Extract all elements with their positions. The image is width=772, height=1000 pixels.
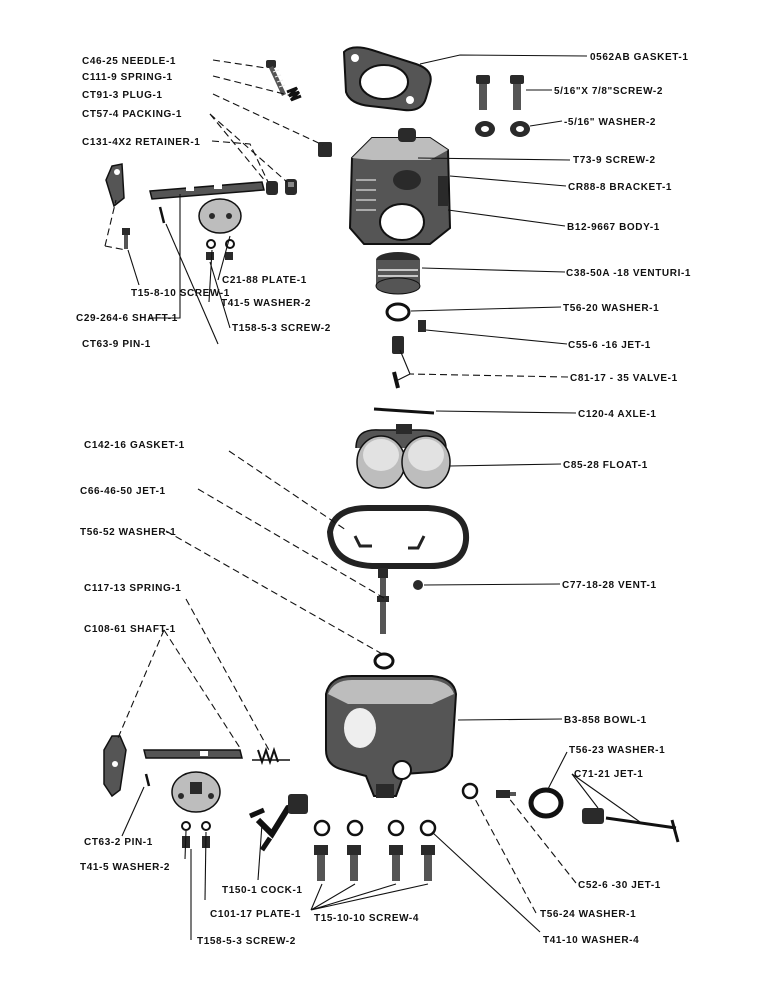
label-venturi: C38-50A -18 VENTURI-1 — [566, 268, 691, 279]
label-valve: C81-17 - 35 VALVE-1 — [570, 373, 678, 384]
washer-516-part — [475, 121, 530, 137]
label-pin-bottom: CT63-2 PIN-1 — [84, 837, 153, 848]
label-shaft-c29: C29-264-6 SHAFT-1 — [76, 313, 178, 324]
jet-c52-part — [496, 790, 516, 798]
label-plate-c21: C21-88 PLATE-1 — [222, 275, 307, 286]
throttle-lever-bottom-part — [103, 735, 127, 798]
body-part — [348, 128, 452, 245]
washer-t41-bottom-part — [181, 821, 211, 831]
part-labels: C46-25 NEEDLE-1 C111-9 SPRING-1 CT91-3 P… — [76, 52, 691, 947]
label-washer-t56-20: T56-20 WASHER-1 — [563, 303, 659, 314]
valve-part — [392, 336, 404, 389]
washer-t56-24-part — [461, 782, 479, 800]
label-washer-t56-52: T56-52 WASHER-1 — [80, 527, 176, 538]
label-body: B12-9667 BODY-1 — [567, 222, 660, 233]
shaft-c108-part — [143, 749, 243, 759]
pin-top-part — [158, 206, 166, 224]
label-spring-c117: C117-13 SPRING-1 — [84, 583, 181, 594]
label-washer-t56-23: T56-23 WASHER-1 — [569, 745, 665, 756]
label-bracket: CR88-8 BRACKET-1 — [568, 182, 672, 193]
label-plug: CT91-3 PLUG-1 — [82, 90, 163, 101]
label-axle: C120-4 AXLE-1 — [578, 409, 657, 420]
label-plate-c101: C101-17 PLATE-1 — [210, 909, 301, 920]
label-jet-c55: C55-6 -16 JET-1 — [568, 340, 651, 351]
axle-part — [373, 407, 435, 415]
label-screw-t158-top: T158-5-3 SCREW-2 — [232, 323, 331, 334]
label-washer-t41-10: T41-10 WASHER-4 — [543, 935, 639, 946]
label-washer-t41-top: T41-5 WASHER-2 — [221, 298, 311, 309]
label-jet-c52: C52-6 -30 JET-1 — [578, 880, 661, 891]
label-screw-t73: T73-9 SCREW-2 — [573, 155, 656, 166]
label-vent: C77-18-28 VENT-1 — [562, 580, 657, 591]
bowl-part — [325, 675, 458, 798]
jet-c66-part — [377, 568, 389, 634]
plate-c21-part — [198, 198, 242, 234]
vent-part — [413, 580, 423, 590]
spring-c117-part — [252, 746, 290, 766]
label-screw-t158-bottom: T158-5-3 SCREW-2 — [197, 936, 296, 947]
screw-t15-8-part — [122, 228, 130, 249]
label-gasket-top: 0562AB GASKET-1 — [590, 52, 688, 63]
spring-top-part — [286, 86, 302, 102]
cock-part — [249, 794, 308, 852]
shaft-c29-part — [149, 181, 265, 200]
float-part — [355, 424, 451, 489]
washer-t41-top-part — [206, 239, 235, 249]
gasket-c142-part — [326, 505, 470, 569]
washer-t56-52-part — [373, 652, 395, 670]
gasket-top-part — [342, 46, 432, 112]
label-bowl: B3-858 BOWL-1 — [564, 715, 647, 726]
washer-t56-20-part — [385, 302, 411, 322]
needle-part — [266, 60, 286, 96]
label-jet-c66: C66-46-50 JET-1 — [80, 486, 166, 497]
label-jet-c71: C71-21 JET-1 — [574, 769, 643, 780]
label-packing: CT57-4 PACKING-1 — [82, 109, 182, 120]
label-washer-t56-24: T56-24 WASHER-1 — [540, 909, 636, 920]
plug-part — [318, 142, 332, 157]
label-spring-top: C111-9 SPRING-1 — [82, 72, 173, 83]
label-float: C85-28 FLOAT-1 — [563, 460, 648, 471]
label-cock: T150-1 COCK-1 — [222, 885, 303, 896]
label-washer-516: -5/16" WASHER-2 — [564, 117, 656, 128]
throttle-lever-top-part — [105, 163, 125, 208]
screw-t158-top-part — [206, 252, 233, 260]
retainer-part — [266, 179, 297, 195]
venturi-part — [375, 252, 421, 295]
screw-t15-10-part — [314, 845, 435, 881]
jet-c71-part — [582, 808, 680, 843]
label-gasket-c142: C142-16 GASKET-1 — [84, 440, 185, 451]
label-washer-t41-bottom: T41-5 WASHER-2 — [80, 862, 170, 873]
washer-t56-23-part — [528, 787, 564, 819]
label-pin-top: CT63-9 PIN-1 — [82, 339, 151, 350]
label-screw-t15-10: T15-10-10 SCREW-4 — [314, 913, 419, 924]
leader-lines — [104, 54, 641, 940]
jet-c55-part — [418, 320, 426, 332]
washer-t41-10-part — [313, 819, 437, 837]
label-shaft-c108: C108-61 SHAFT-1 — [84, 624, 176, 635]
label-screw-516: 5/16"X 7/8"SCREW-2 — [554, 86, 663, 97]
label-screw-t15-8: T15-8-10 SCREW-1 — [131, 288, 230, 299]
label-retainer: C131-4X2 RETAINER-1 — [82, 137, 200, 148]
label-needle: C46-25 NEEDLE-1 — [82, 56, 176, 67]
screw-516-part — [476, 75, 524, 110]
pin-bottom-part — [144, 773, 151, 787]
plate-c101-part — [171, 771, 221, 813]
